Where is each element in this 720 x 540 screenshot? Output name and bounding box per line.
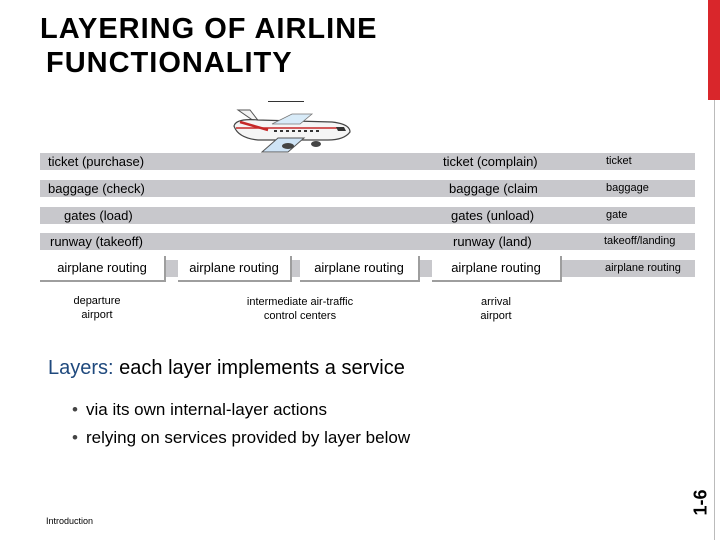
- slide-title: LAYERING OF AIRLINE FUNCTIONALITY: [40, 12, 378, 80]
- title-line-2: FUNCTIONALITY: [46, 47, 293, 79]
- accent-bar: [708, 0, 720, 100]
- gates-load-label: gates (load): [64, 208, 133, 223]
- ticket-purchase-label: ticket (purchase): [48, 154, 145, 169]
- arrival-caption-line-1: arrival: [481, 296, 511, 308]
- runway-takeoff-label: runway (takeoff): [50, 234, 143, 249]
- bullet-item: relying on services provided by layer be…: [72, 424, 410, 452]
- intermediate-caption-line-2: control centers: [263, 310, 337, 322]
- footer-label: Introduction: [46, 516, 94, 526]
- layer-name-ticket: ticket: [606, 155, 632, 167]
- layer-band-baggage: [40, 180, 695, 197]
- baggage-check-label: baggage (check): [48, 181, 145, 196]
- intermediate-centers-caption: intermediate air-traffic control centers: [230, 295, 370, 323]
- layer-name-routing: airplane routing: [605, 262, 681, 274]
- routing-intermediate-box-2: airplane routing: [300, 256, 420, 282]
- routing-arrival-box: airplane routing: [432, 256, 562, 282]
- layers-keyword: Layers:: [48, 357, 114, 379]
- arrival-airport-caption: arrival airport: [456, 295, 536, 323]
- side-divider: [714, 100, 715, 540]
- arrival-caption-line-2: airport: [480, 310, 512, 322]
- summary-bullets: via its own internal-layer actions relyi…: [72, 396, 410, 452]
- bullet-item: via its own internal-layer actions: [72, 396, 410, 424]
- layer-band-ticket: [40, 153, 695, 170]
- departure-caption-line-1: departure: [73, 295, 121, 307]
- layer-name-baggage: baggage: [606, 182, 649, 194]
- layer-name-takeoff-landing: takeoff/landing: [604, 235, 676, 247]
- slide-number: 1-6: [690, 478, 714, 528]
- airplane-icon: [233, 109, 351, 153]
- runway-land-label: runway (land): [453, 234, 532, 249]
- routing-intermediate-box-1: airplane routing: [178, 256, 292, 282]
- title-line-1: LAYERING OF AIRLINE: [40, 13, 378, 45]
- decorative-dash: [268, 101, 304, 102]
- departure-airport-caption: departure airport: [52, 294, 142, 322]
- layer-name-gate: gate: [606, 209, 628, 221]
- gates-unload-label: gates (unload): [451, 208, 535, 223]
- departure-caption-line-2: airport: [81, 309, 113, 321]
- ticket-complain-label: ticket (complain): [443, 154, 538, 169]
- baggage-claim-label: baggage (claim: [449, 181, 538, 196]
- layers-summary: Layers: each layer implements a service: [48, 356, 405, 380]
- layers-summary-text: each layer implements a service: [113, 357, 405, 379]
- layer-band-gate: [40, 207, 695, 224]
- slide-number-text: 1-6: [690, 489, 711, 516]
- layer-band-runway: [40, 233, 695, 250]
- intermediate-caption-line-1: intermediate air-traffic: [246, 296, 354, 308]
- routing-departure-box: airplane routing: [40, 256, 166, 282]
